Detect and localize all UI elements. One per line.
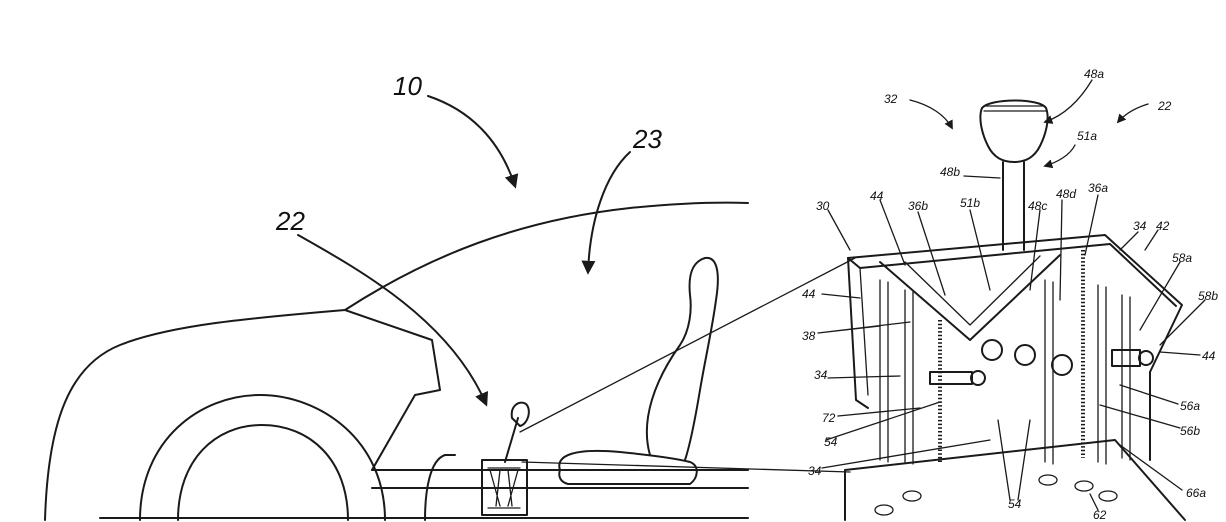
base-hole-2	[1074, 480, 1094, 492]
vehicle-shifter-housing	[481, 459, 528, 516]
label-38: 38	[802, 329, 816, 343]
seat-backrest	[645, 256, 719, 461]
label-34-top: 34	[1133, 219, 1147, 233]
detent-roller-left	[970, 370, 986, 386]
housing-left-frame	[847, 257, 869, 409]
vehicle-hood-line	[44, 309, 346, 521]
label-48d: 48d	[1056, 187, 1076, 201]
label-72: 72	[822, 411, 836, 425]
front-wheel	[177, 424, 349, 521]
ref-label-22: 22	[275, 206, 305, 236]
pivot-ball-right	[1051, 354, 1073, 376]
detent-plunger-left	[929, 371, 973, 385]
shifter-shaft	[1002, 161, 1025, 251]
floor-cable	[424, 454, 456, 521]
label-58b: 58b	[1198, 289, 1218, 303]
vehicle-roof-line	[344, 201, 749, 311]
label-48c: 48c	[1028, 199, 1047, 213]
base-hole-3	[1098, 490, 1118, 502]
label-56a: 56a	[1180, 399, 1200, 413]
label-22: 22	[1157, 99, 1172, 113]
yoke-v-outer	[879, 254, 1061, 341]
shifter-knob	[979, 99, 1049, 163]
knob-grip-ridges	[983, 105, 1047, 112]
shifter-ref-arrow-22	[297, 234, 489, 407]
label-62: 62	[1093, 508, 1107, 522]
vehicle-shifter-knob	[510, 401, 530, 427]
ref-label-10: 10	[393, 71, 422, 101]
label-58a: 58a	[1172, 251, 1192, 265]
detail-callout-line-lower	[521, 461, 851, 473]
housing-top-inner-edge	[847, 243, 1177, 307]
detent-roller-right	[1138, 350, 1154, 366]
seat-cushion	[558, 449, 698, 485]
label-44-top: 44	[870, 189, 884, 203]
base-hole-4	[874, 504, 894, 516]
guide-posts	[879, 279, 1131, 465]
label-51b: 51b	[960, 196, 980, 210]
front-wheel-arch	[139, 394, 386, 521]
label-48a: 48a	[1084, 67, 1104, 81]
label-34-mid: 34	[814, 368, 828, 382]
vehicle-ref-arrow-10	[427, 95, 519, 189]
shifter-detail-view: 32 48a 22 51a 48b 30 44 36b 51b 48c 48d …	[802, 67, 1218, 522]
vehicle-shifter-lever	[504, 417, 519, 463]
detent-plunger-right	[1111, 349, 1141, 367]
vehicle-cowl-line	[344, 309, 441, 471]
vehicle-shifter-internals	[487, 467, 521, 509]
base-hole-1	[1038, 474, 1058, 486]
ref-label-23: 23	[632, 124, 662, 154]
label-44-right: 44	[1202, 349, 1216, 363]
pivot-ball-center	[1014, 344, 1036, 366]
label-32: 32	[884, 92, 898, 106]
label-54-left: 54	[824, 435, 838, 449]
label-51a: 51a	[1077, 129, 1097, 143]
base-hole-5	[902, 490, 922, 502]
detail-leader-lines	[817, 79, 1206, 511]
label-42: 42	[1156, 219, 1170, 233]
label-36b: 36b	[908, 199, 928, 213]
label-66a: 66a	[1186, 486, 1206, 500]
detail-reference-labels: 32 48a 22 51a 48b 30 44 36b 51b 48c 48d …	[802, 67, 1218, 522]
label-44-left: 44	[802, 287, 816, 301]
housing-left-inner	[859, 267, 869, 396]
label-34-low: 34	[808, 464, 822, 478]
label-54-bottom: 54	[1008, 497, 1022, 511]
vehicle-side-view: 10 23 22	[44, 71, 856, 521]
label-56b: 56b	[1180, 424, 1200, 438]
cabin-ref-arrow-23	[581, 151, 631, 275]
housing-base-plate	[844, 439, 1186, 521]
label-48b: 48b	[940, 165, 960, 179]
detail-callout-line-upper	[519, 257, 856, 433]
yoke-v-inner	[904, 255, 1041, 326]
label-36a: 36a	[1088, 181, 1108, 195]
pivot-ball-left	[981, 339, 1003, 361]
label-30: 30	[816, 199, 830, 213]
